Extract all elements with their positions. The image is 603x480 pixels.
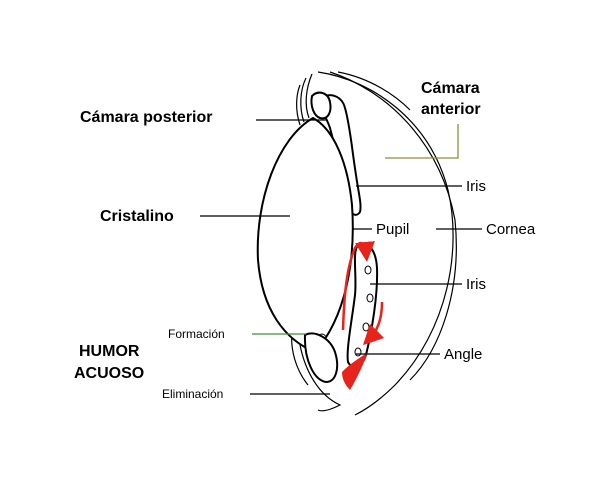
label-cristalino: Cristalino (100, 208, 174, 225)
iris-lower-shape (346, 242, 379, 368)
label-humor-line1: HUMOR (79, 343, 140, 360)
drainage-angle-fill (342, 352, 368, 390)
label-camara-posterior: Cámara posterior (80, 109, 213, 126)
leader-camara-anterior (385, 124, 459, 159)
label-eliminacion: Eliminación (162, 387, 223, 401)
label-iris-upper: Iris (466, 178, 486, 195)
label-pupil: Pupil (376, 221, 409, 238)
cornea-shape (317, 71, 457, 416)
ciliary-process-bottom (303, 332, 339, 384)
label-iris-lower: Iris (466, 276, 486, 293)
aqueous-flow-arrow-down (362, 301, 385, 346)
label-angle: Angle (444, 346, 482, 363)
label-camara-anterior-line1: Cámara (421, 80, 480, 97)
ciliary-process-top (310, 91, 332, 120)
label-camara-anterior-line2: anterior (421, 101, 481, 118)
label-cornea: Cornea (486, 221, 536, 238)
aqueous-flow-arrow-up (341, 241, 375, 331)
label-humor-line2: ACUOSO (74, 365, 144, 382)
label-formacion: Formación (168, 327, 225, 341)
lens-shape (256, 116, 354, 354)
